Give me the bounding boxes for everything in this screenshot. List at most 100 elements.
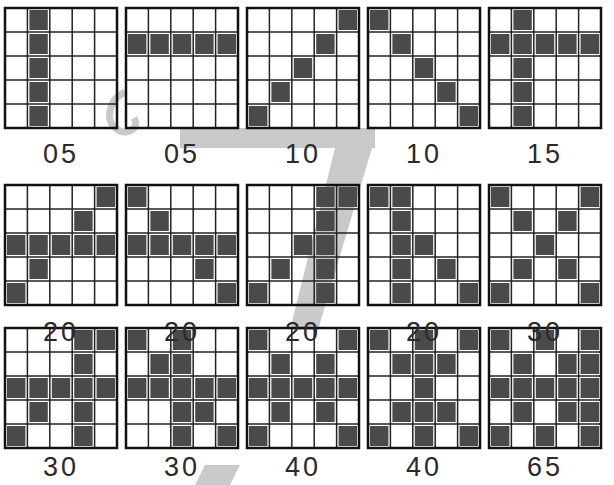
grid-line bbox=[269, 328, 271, 448]
card-border bbox=[247, 185, 359, 305]
marked-cell bbox=[218, 34, 236, 54]
grid-line bbox=[313, 8, 315, 128]
marked-cell bbox=[460, 283, 478, 303]
card-border bbox=[489, 8, 601, 128]
marked-cell bbox=[316, 402, 334, 422]
marked-cell bbox=[581, 330, 599, 350]
marked-cell bbox=[173, 354, 191, 374]
marked-cell bbox=[29, 106, 47, 126]
grid-line bbox=[368, 280, 480, 282]
grid-line bbox=[5, 351, 117, 353]
marked-cell bbox=[74, 235, 92, 255]
marked-cell bbox=[415, 378, 433, 398]
prize-value: 05 bbox=[126, 139, 238, 169]
grid-line bbox=[368, 256, 480, 258]
card-border bbox=[247, 8, 359, 128]
grid-line bbox=[215, 185, 217, 305]
marked-cell bbox=[316, 354, 334, 374]
marked-cell bbox=[491, 330, 509, 350]
grid-line bbox=[5, 31, 117, 33]
marked-cell bbox=[52, 378, 70, 398]
grid-line bbox=[247, 232, 359, 234]
marked-cell bbox=[29, 34, 47, 54]
marked-cell bbox=[513, 82, 531, 102]
marked-cell bbox=[29, 82, 47, 102]
prize-value: 10 bbox=[368, 139, 480, 169]
grid-line bbox=[71, 185, 73, 305]
marked-cell bbox=[7, 378, 25, 398]
grid-line bbox=[49, 185, 51, 305]
marked-cell bbox=[150, 235, 168, 255]
card-border bbox=[368, 185, 480, 305]
marked-cell bbox=[415, 426, 433, 446]
grid-line bbox=[148, 8, 150, 128]
pattern-card bbox=[247, 8, 359, 128]
grid-line bbox=[247, 103, 359, 105]
marked-cell bbox=[339, 330, 357, 350]
marked-cell bbox=[339, 426, 357, 446]
card-border bbox=[368, 8, 480, 128]
marked-cell bbox=[249, 106, 267, 126]
grid-line bbox=[247, 79, 359, 81]
grid-line bbox=[94, 185, 96, 305]
watermark-band bbox=[180, 128, 375, 148]
marked-cell bbox=[218, 426, 236, 446]
marked-cell bbox=[437, 82, 455, 102]
pattern-card bbox=[247, 185, 359, 305]
grid-line bbox=[247, 375, 359, 377]
marked-cell bbox=[29, 10, 47, 30]
marked-cell bbox=[173, 235, 191, 255]
marked-cell bbox=[150, 378, 168, 398]
marked-cell bbox=[460, 330, 478, 350]
grid-line bbox=[247, 351, 359, 353]
grid-line bbox=[215, 328, 217, 448]
marked-cell bbox=[294, 235, 312, 255]
prize-value: 20 bbox=[368, 317, 480, 347]
marked-cell bbox=[29, 58, 47, 78]
marked-cell bbox=[392, 259, 410, 279]
marked-cell bbox=[218, 283, 236, 303]
marked-cell bbox=[370, 426, 388, 446]
grid-line bbox=[27, 8, 29, 128]
grid-line bbox=[247, 280, 359, 282]
grid-line bbox=[126, 232, 238, 234]
marked-cell bbox=[513, 106, 531, 126]
grid-line bbox=[126, 208, 238, 210]
marked-cell bbox=[339, 187, 357, 207]
marked-cell bbox=[536, 378, 554, 398]
marked-cell bbox=[128, 34, 146, 54]
marked-cell bbox=[581, 378, 599, 398]
grid-line bbox=[126, 423, 238, 425]
marked-cell bbox=[150, 354, 168, 374]
marked-cell bbox=[370, 187, 388, 207]
grid-line bbox=[434, 185, 436, 305]
grid-line bbox=[5, 232, 117, 234]
prize-value: 10 bbox=[247, 139, 359, 169]
marked-cell bbox=[52, 235, 70, 255]
pattern-card bbox=[126, 185, 238, 305]
marked-cell bbox=[150, 211, 168, 231]
marked-cell bbox=[437, 354, 455, 374]
marked-cell bbox=[195, 235, 213, 255]
marked-cell bbox=[173, 34, 191, 54]
card-border bbox=[126, 8, 238, 128]
grid-line bbox=[511, 328, 513, 448]
marked-cell bbox=[581, 187, 599, 207]
grid-line bbox=[5, 280, 117, 282]
grid-line bbox=[533, 185, 535, 305]
marked-cell bbox=[460, 106, 478, 126]
marked-cell bbox=[29, 259, 47, 279]
marked-cell bbox=[392, 34, 410, 54]
marked-cell bbox=[392, 402, 410, 422]
grid-line bbox=[489, 375, 601, 377]
prize-value: 30 bbox=[5, 452, 117, 482]
grid-line bbox=[5, 423, 117, 425]
grid-line bbox=[291, 8, 293, 128]
marked-cell bbox=[173, 378, 191, 398]
marked-cell bbox=[392, 211, 410, 231]
grid-line bbox=[489, 280, 601, 282]
grid-line bbox=[126, 31, 238, 33]
marked-cell bbox=[415, 354, 433, 374]
prize-value: 20 bbox=[5, 317, 117, 347]
